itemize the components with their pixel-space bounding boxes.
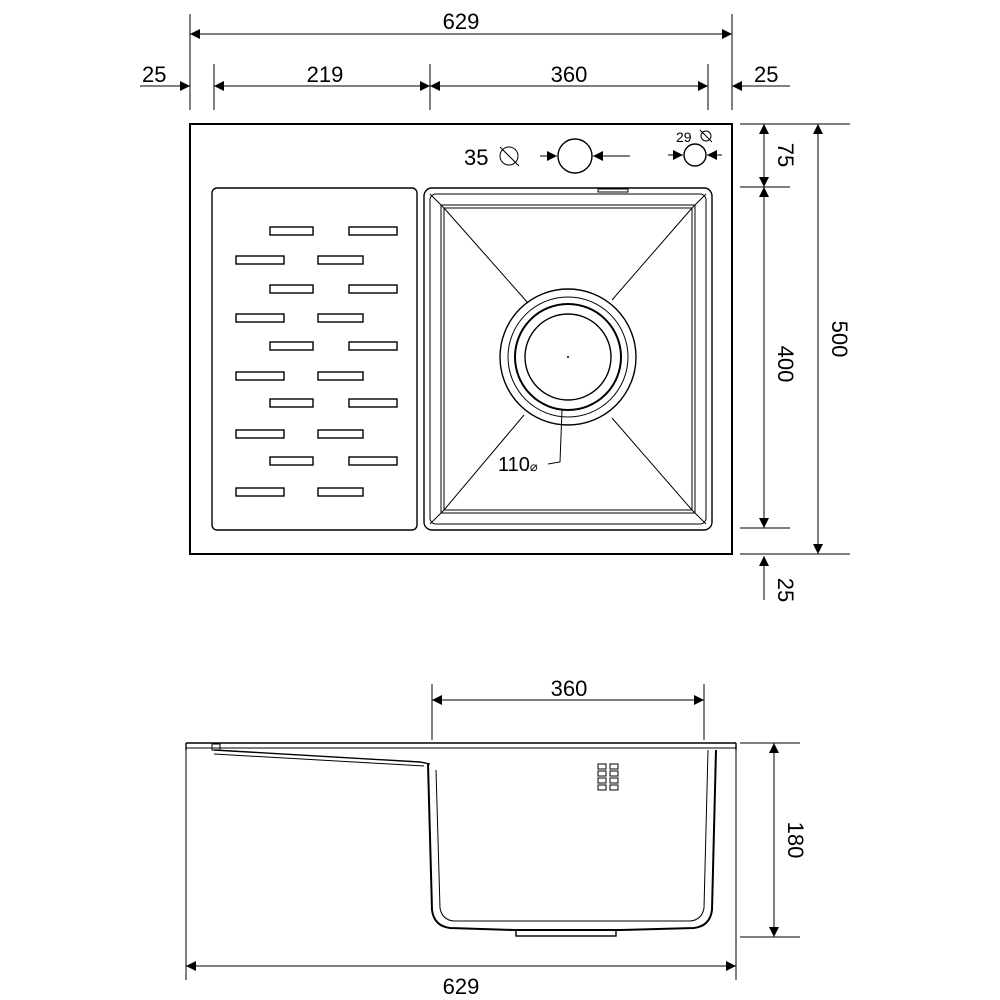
- bowl-diagonals: [429, 193, 707, 525]
- drainer-slot: [235, 429, 285, 439]
- drainer-board: [211, 187, 418, 531]
- drainer-slot: [269, 226, 314, 236]
- drainer-slot: [235, 255, 285, 265]
- side-overall-width-label: 629: [443, 974, 480, 999]
- drain-leader: [547, 409, 563, 465]
- left-margin-label: 25: [142, 62, 166, 87]
- drainer-width-label: 219: [307, 62, 344, 87]
- bowl-height-label: 180: [783, 822, 808, 859]
- drain-diameter-label: 110⌀: [498, 454, 538, 476]
- drainer-slot: [235, 313, 285, 323]
- side-view: 360 180 629: [185, 676, 808, 999]
- drainer-slot: [317, 371, 364, 381]
- overall-depth-label: 500: [827, 321, 852, 358]
- drainer-slot: [348, 226, 398, 236]
- bowl-floor-inner: [443, 207, 693, 511]
- extra-hole-label: 29: [676, 129, 692, 145]
- top-margin-label: 75: [773, 143, 798, 167]
- drainer-slots: [235, 226, 398, 497]
- drainer-slot: [235, 487, 285, 497]
- drainer-slot: [269, 398, 314, 408]
- drainer-slot: [317, 313, 364, 323]
- bowl-floor: [440, 204, 696, 514]
- drainer-slot: [317, 487, 364, 497]
- drainer-slot: [269, 284, 314, 294]
- bowl-rim-inner: [429, 193, 707, 525]
- drainer-slot: [348, 284, 398, 294]
- diameter-icon: [699, 129, 713, 143]
- drainer-slot: [317, 429, 364, 439]
- top-view: 110⌀ 35 29 629: [140, 9, 852, 602]
- drainer-slot: [235, 371, 285, 381]
- bowl-depth-label: 400: [773, 346, 798, 383]
- tap-hole-label: 35: [464, 145, 488, 170]
- overflow-detail: [597, 763, 619, 791]
- bowl-body: [427, 749, 717, 931]
- drainer-slot: [348, 456, 398, 466]
- overall-width-label: 629: [443, 9, 480, 34]
- drainer-slot: [348, 398, 398, 408]
- side-bowl-width-label: 360: [551, 676, 588, 701]
- bowl-rim: [423, 187, 713, 531]
- drainer-slope: [213, 749, 431, 765]
- tap-hole: [557, 138, 593, 174]
- bottom-margin-label: 25: [773, 578, 798, 602]
- drainer-slot: [269, 456, 314, 466]
- sink-outline: [189, 123, 733, 555]
- extra-hole: [683, 143, 707, 167]
- drainer-slot: [348, 341, 398, 351]
- diameter-icon: [499, 146, 520, 167]
- overflow-slot: [597, 188, 629, 193]
- right-margin-label: 25: [754, 62, 778, 87]
- diameter-symbol: ⌀: [530, 459, 538, 474]
- drainer-slot: [317, 255, 364, 265]
- drainer-slot: [269, 341, 314, 351]
- drain: [499, 288, 637, 426]
- bowl-width-label: 360: [551, 62, 588, 87]
